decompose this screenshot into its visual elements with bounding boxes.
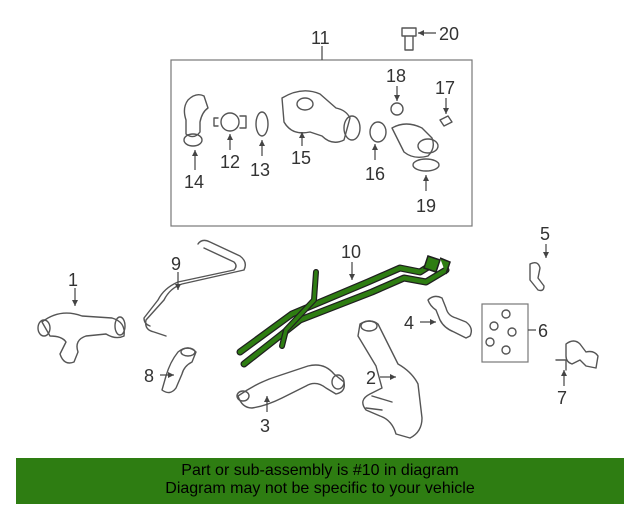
- part-3-hose[interactable]: [236, 364, 346, 412]
- callout-19[interactable]: 19: [416, 196, 436, 216]
- part-5-hose[interactable]: [529, 244, 549, 292]
- callout-14[interactable]: 14: [184, 172, 204, 192]
- callout-4[interactable]: 4: [404, 313, 414, 333]
- part-12-thermostat[interactable]: [213, 112, 247, 150]
- callout-5[interactable]: 5: [540, 224, 550, 244]
- part-1-hose[interactable]: [37, 288, 126, 364]
- part-7-hose[interactable]: [555, 340, 599, 386]
- callout-17[interactable]: 17: [435, 78, 455, 98]
- banner-line-highlight: Part or sub-assembly is #10 in diagram: [181, 462, 459, 479]
- callout-11[interactable]: 11: [311, 28, 330, 48]
- callout-8[interactable]: 8: [144, 366, 154, 386]
- callout-16[interactable]: 16: [365, 164, 385, 184]
- part-17-sensor[interactable]: [439, 98, 453, 127]
- callout-10[interactable]: 10: [341, 242, 361, 262]
- callout-7[interactable]: 7: [557, 388, 567, 408]
- callout-6[interactable]: 6: [538, 321, 548, 341]
- part-19-seal[interactable]: [412, 158, 440, 191]
- part-10-coolant-pipe-assembly[interactable]: [236, 255, 451, 368]
- callout-12[interactable]: 12: [220, 152, 240, 172]
- part-6-clamp-kit[interactable]: [481, 303, 536, 363]
- callout-13[interactable]: 13: [250, 160, 270, 180]
- callout-9[interactable]: 9: [171, 254, 181, 274]
- callout-2[interactable]: 2: [366, 368, 376, 388]
- part-13-gasket[interactable]: [255, 111, 269, 156]
- part-2-pipe[interactable]: [357, 320, 423, 439]
- part-15-water-outlet[interactable]: [281, 90, 361, 146]
- part-4-hose[interactable]: [420, 295, 473, 339]
- part-8-hose[interactable]: [160, 347, 197, 394]
- part-18-o-ring[interactable]: [390, 86, 404, 116]
- callout-1[interactable]: 1: [68, 270, 78, 290]
- callout-20[interactable]: 20: [439, 24, 459, 44]
- callout-3[interactable]: 3: [260, 416, 270, 436]
- callout-18[interactable]: 18: [386, 66, 406, 86]
- part-20-bolt[interactable]: [401, 27, 436, 51]
- part-water-pipe-elbow[interactable]: [391, 123, 439, 159]
- part-14-outlet-pipe[interactable]: [183, 93, 209, 170]
- banner-line-disclaimer: Diagram may not be specific to your vehi…: [165, 480, 475, 497]
- callout-15[interactable]: 15: [291, 148, 311, 168]
- part-9-hose[interactable]: [143, 239, 247, 337]
- diagram-notice-banner: Part or sub-assembly is #10 in diagram D…: [16, 458, 624, 504]
- part-16-gasket[interactable]: [369, 121, 387, 160]
